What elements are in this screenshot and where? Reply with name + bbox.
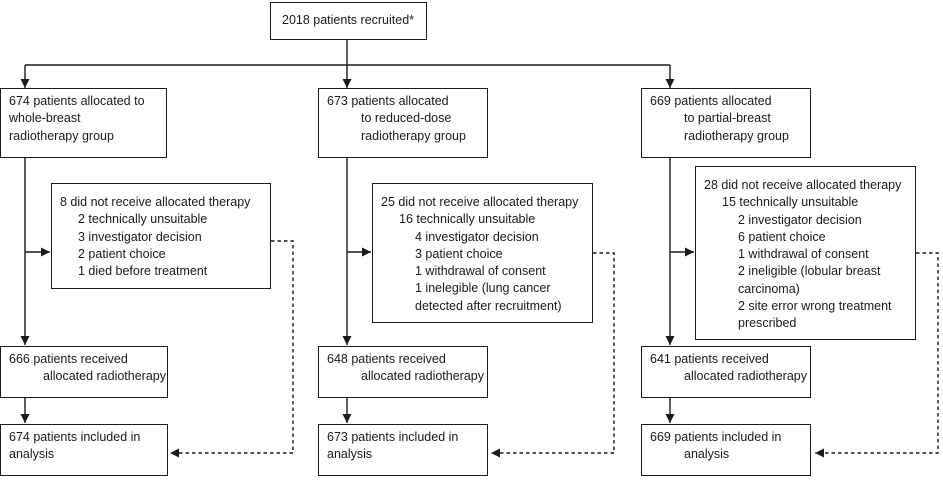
arm3-exclusion-item: 15 technically unsuitable bbox=[722, 195, 859, 210]
arm2-analysis-line: 673 patients included in bbox=[327, 430, 459, 444]
arm2-analysis-line: analysis bbox=[327, 447, 373, 462]
arm3-exclusion-box: 28 did not receive allocated therapy 15 … bbox=[695, 166, 916, 340]
arm2-allocated-box: 673 patients allocated to reduced-dose r… bbox=[318, 88, 488, 158]
arm1-dashed-return bbox=[170, 240, 294, 458]
arm3-received-line: allocated radiotherapy bbox=[684, 369, 807, 384]
arm2-received-box: 648 patients received allocated radiothe… bbox=[318, 346, 488, 398]
arm3-exclusion-item: 2 investigator decision bbox=[738, 212, 862, 227]
arm2-exclusion-item: 4 investigator decision bbox=[415, 229, 539, 244]
arm3-allocated-line: 669 patients allocated bbox=[650, 94, 772, 108]
arm1-allocated-line: whole-breast bbox=[9, 111, 81, 126]
arm3-allocated-line: radiotherapy group bbox=[684, 128, 789, 143]
arm3-analysis-line: 669 patients included in bbox=[650, 430, 782, 444]
arm1-received-line: allocated radiotherapy bbox=[43, 369, 166, 384]
arm3-allocated-line: to partial-breast bbox=[684, 111, 771, 126]
arm1-allocated-line: radiotherapy group bbox=[9, 128, 114, 143]
arm2-allocated-line: radiotherapy group bbox=[361, 128, 466, 143]
arm1-received-line: 666 patients received bbox=[9, 352, 128, 366]
arm2-exclusion-item: 1 inelegible (lung cancer bbox=[415, 281, 551, 296]
recruited-text: 2018 patients recruited* bbox=[282, 13, 415, 27]
arm3-analysis-box: 669 patients included in analysis bbox=[641, 424, 811, 476]
arm1-allocated-line: 674 patients allocated to bbox=[9, 94, 145, 108]
arm1-allocated-box: 674 patients allocated to whole-breast r… bbox=[0, 88, 167, 158]
recruited-box: 2018 patients recruited* bbox=[270, 2, 427, 40]
arm3-analysis-line: analysis bbox=[684, 447, 730, 462]
arm3-exclusion-item: prescribed bbox=[738, 316, 797, 331]
arm1-exclusion-box: 8 did not receive allocated therapy 2 te… bbox=[51, 183, 271, 289]
arm2-exclusion-header: 25 did not receive allocated therapy bbox=[381, 195, 579, 209]
arm2-exclusion-item: detected after recruitment) bbox=[415, 298, 562, 313]
arm3-allocated-box: 669 patients allocated to partial-breast… bbox=[641, 88, 811, 158]
arm1-analysis-box: 674 patients included in analysis bbox=[0, 424, 168, 476]
arm1-analysis-line: 674 patients included in bbox=[9, 430, 141, 444]
arm3-exclusion-item: 2 ineligible (lobular breast bbox=[738, 264, 881, 279]
arm2-exclusion-box: 25 did not receive allocated therapy 16 … bbox=[372, 183, 593, 323]
arm3-exclusion-item: 2 site error wrong treatment bbox=[738, 299, 892, 314]
arm2-analysis-box: 673 patients included in analysis bbox=[318, 424, 488, 476]
arm1-received-box: 666 patients received allocated radiothe… bbox=[0, 346, 168, 398]
arm3-exclusion-item: 1 withdrawal of consent bbox=[738, 247, 869, 262]
arm2-exclusion-item: 16 technically unsuitable bbox=[399, 212, 536, 227]
arm3-exclusion-item: carcinoma) bbox=[738, 281, 800, 296]
arm1-exclusion-item: 2 technically unsuitable bbox=[78, 212, 208, 227]
arm1-exclusion-item: 1 died before treatment bbox=[78, 264, 208, 279]
arm3-received-line: 641 patients received bbox=[650, 352, 769, 366]
arm2-exclusion-item: 1 withdrawal of consent bbox=[415, 264, 546, 279]
arm1-exclusion-header: 8 did not receive allocated therapy bbox=[60, 195, 251, 209]
arm2-received-line: allocated radiotherapy bbox=[361, 369, 484, 384]
arm2-allocated-line: 673 patients allocated bbox=[327, 94, 449, 108]
arm3-received-box: 641 patients received allocated radiothe… bbox=[641, 346, 811, 398]
arm3-exclusion-header: 28 did not receive allocated therapy bbox=[704, 178, 902, 192]
arm1-exclusion-item: 2 patient choice bbox=[78, 246, 166, 261]
arm2-dashed-return bbox=[491, 252, 615, 458]
arm1-exclusion-item: 3 investigator decision bbox=[78, 229, 202, 244]
arm2-received-line: 648 patients received bbox=[327, 352, 446, 366]
arm1-analysis-line: analysis bbox=[9, 447, 55, 462]
arm2-allocated-line: to reduced-dose bbox=[361, 111, 452, 126]
arm2-exclusion-item: 3 patient choice bbox=[415, 246, 503, 261]
arm3-exclusion-item: 6 patient choice bbox=[738, 229, 826, 244]
